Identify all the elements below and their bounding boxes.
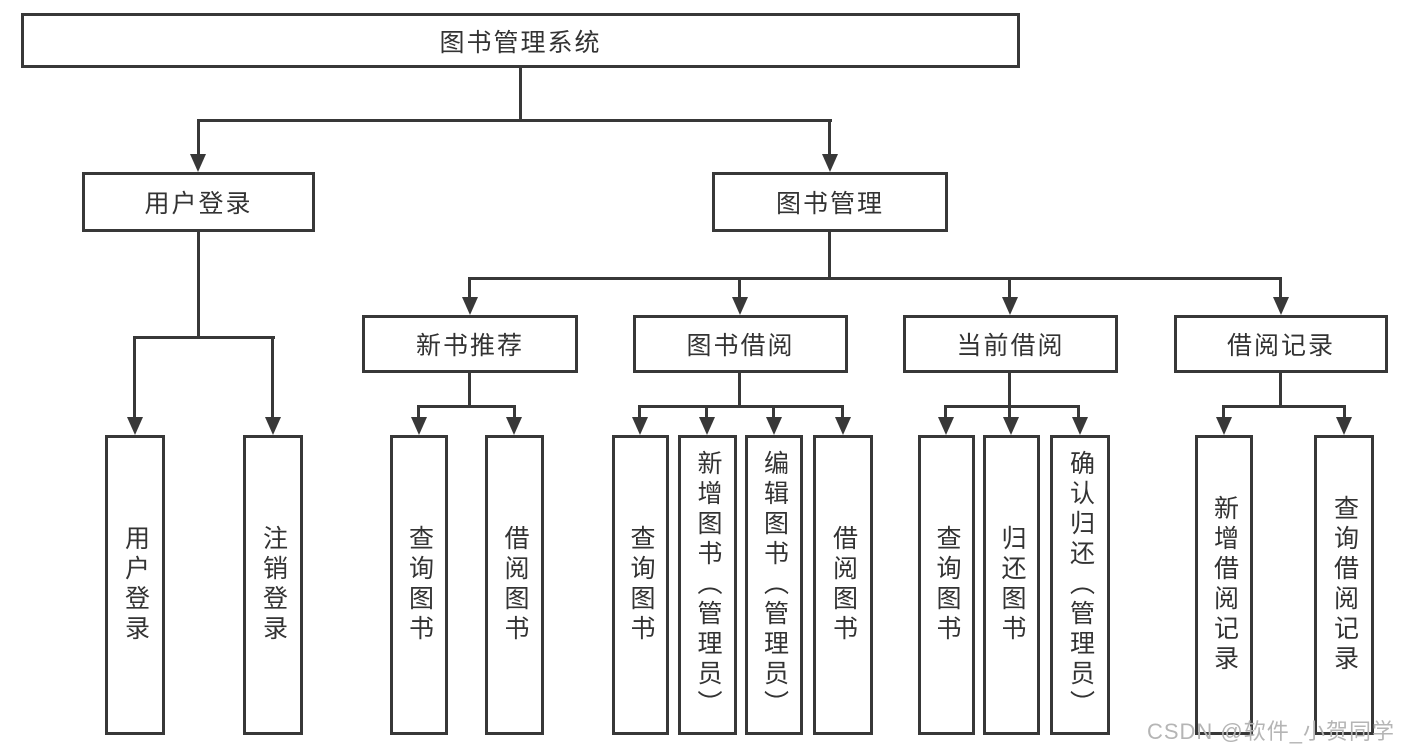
arrow-down-icon [1072,417,1088,435]
node-query-borrow-record: 查询借阅记录 [1314,435,1374,735]
node-add-borrow-record: 新增借阅记录 [1195,435,1253,735]
arrow-down-icon [938,417,954,435]
connector-currentborrow-stem [1008,373,1011,408]
node-borrowing-records: 借阅记录 [1174,315,1388,373]
connector-drop-book-borrow [738,277,741,301]
connector-records-rail [1222,405,1346,408]
connector-bookborrow-stem [738,373,741,408]
arrow-down-icon [127,417,143,435]
node-label: 注销登录 [259,525,288,645]
connector-root-stem [519,68,522,122]
node-label: 新增借阅记录 [1210,495,1239,675]
connector-drop-current-borrow [1008,277,1011,301]
arrow-down-icon [411,417,427,435]
node-label: 查询图书 [405,525,434,645]
node-label: 新增图书（管理员） [694,450,722,720]
connector-drop-logout-leaf [271,336,274,420]
arrow-down-icon [1216,417,1232,435]
node-label: 查询图书 [627,525,655,645]
arrow-down-icon [835,417,851,435]
node-new-book-recommend: 新书推荐 [362,315,578,373]
connector-drop [513,405,516,420]
node-label: 用户登录 [121,525,150,645]
arrow-down-icon [506,417,522,435]
node-confirm-return-admin: 确认归还（管理员） [1050,435,1110,735]
node-book-borrowing: 图书借阅 [633,315,848,373]
arrow-down-icon [190,154,206,172]
connector-newbook-stem [468,373,471,408]
connector-records-stem [1279,373,1282,408]
connector-drop-borrow-records [1279,277,1282,301]
connector-drop-user-login [197,119,200,157]
arrow-down-icon [1273,297,1289,315]
connector-drop [1077,405,1080,420]
node-label: 查询借阅记录 [1330,495,1359,675]
node-query-books-recommend: 查询图书 [390,435,448,735]
node-borrow-books: 借阅图书 [813,435,873,735]
node-query-books-borrow: 查询图书 [612,435,669,735]
node-label: 查询图书 [933,525,961,645]
node-add-books-admin: 新增图书（管理员） [678,435,737,735]
connector-drop [1343,405,1346,420]
node-logout: 注销登录 [243,435,303,735]
arrow-down-icon [1003,417,1019,435]
connector-currentborrow-rail [944,405,1080,408]
node-label: 归还图书 [998,525,1026,645]
connector-drop [944,405,947,420]
connector-drop-book-management [828,119,831,157]
node-book-management-system: 图书管理系统 [21,13,1020,68]
node-book-management: 图书管理 [712,172,948,232]
connector-level3-rail [468,277,1282,280]
arrow-down-icon [265,417,281,435]
node-edit-books-admin: 编辑图书（管理员） [745,435,803,735]
connector-drop [638,405,641,420]
arrow-down-icon [632,417,648,435]
node-user-login-group: 用户登录 [82,172,315,232]
connector-userlogin-rail [133,336,275,339]
arrow-down-icon [699,417,715,435]
connector-userlogin-stem [197,232,200,339]
connector-drop [841,405,844,420]
connector-drop-new-book [468,277,471,301]
connector-drop [1222,405,1225,420]
connector-bookborrow-rail [638,405,844,408]
arrow-down-icon [462,297,478,315]
node-label: 确认归还（管理员） [1066,450,1095,720]
connector-drop [1008,405,1011,420]
connector-bookmgmt-stem [828,232,831,280]
arrow-down-icon [822,154,838,172]
node-label: 借阅图书 [829,525,858,645]
node-user-login: 用户登录 [105,435,165,735]
arrow-down-icon [1002,297,1018,315]
csdn-watermark: CSDN @软件_小贺同学 [1146,719,1395,744]
connector-drop-login-leaf [133,336,136,420]
arrow-down-icon [1336,417,1352,435]
node-borrow-books-recommend: 借阅图书 [485,435,544,735]
arrow-down-icon [732,297,748,315]
connector-drop [417,405,420,420]
node-current-borrowing: 当前借阅 [903,315,1118,373]
connector-drop [705,405,708,420]
node-label: 借阅图书 [501,525,529,645]
connector-newbook-rail [417,405,516,408]
arrow-down-icon [766,417,782,435]
connector-level2-rail [197,119,832,122]
node-return-books: 归还图书 [983,435,1040,735]
node-label: 编辑图书（管理员） [760,450,789,720]
node-query-books-current: 查询图书 [918,435,975,735]
connector-drop [772,405,775,420]
